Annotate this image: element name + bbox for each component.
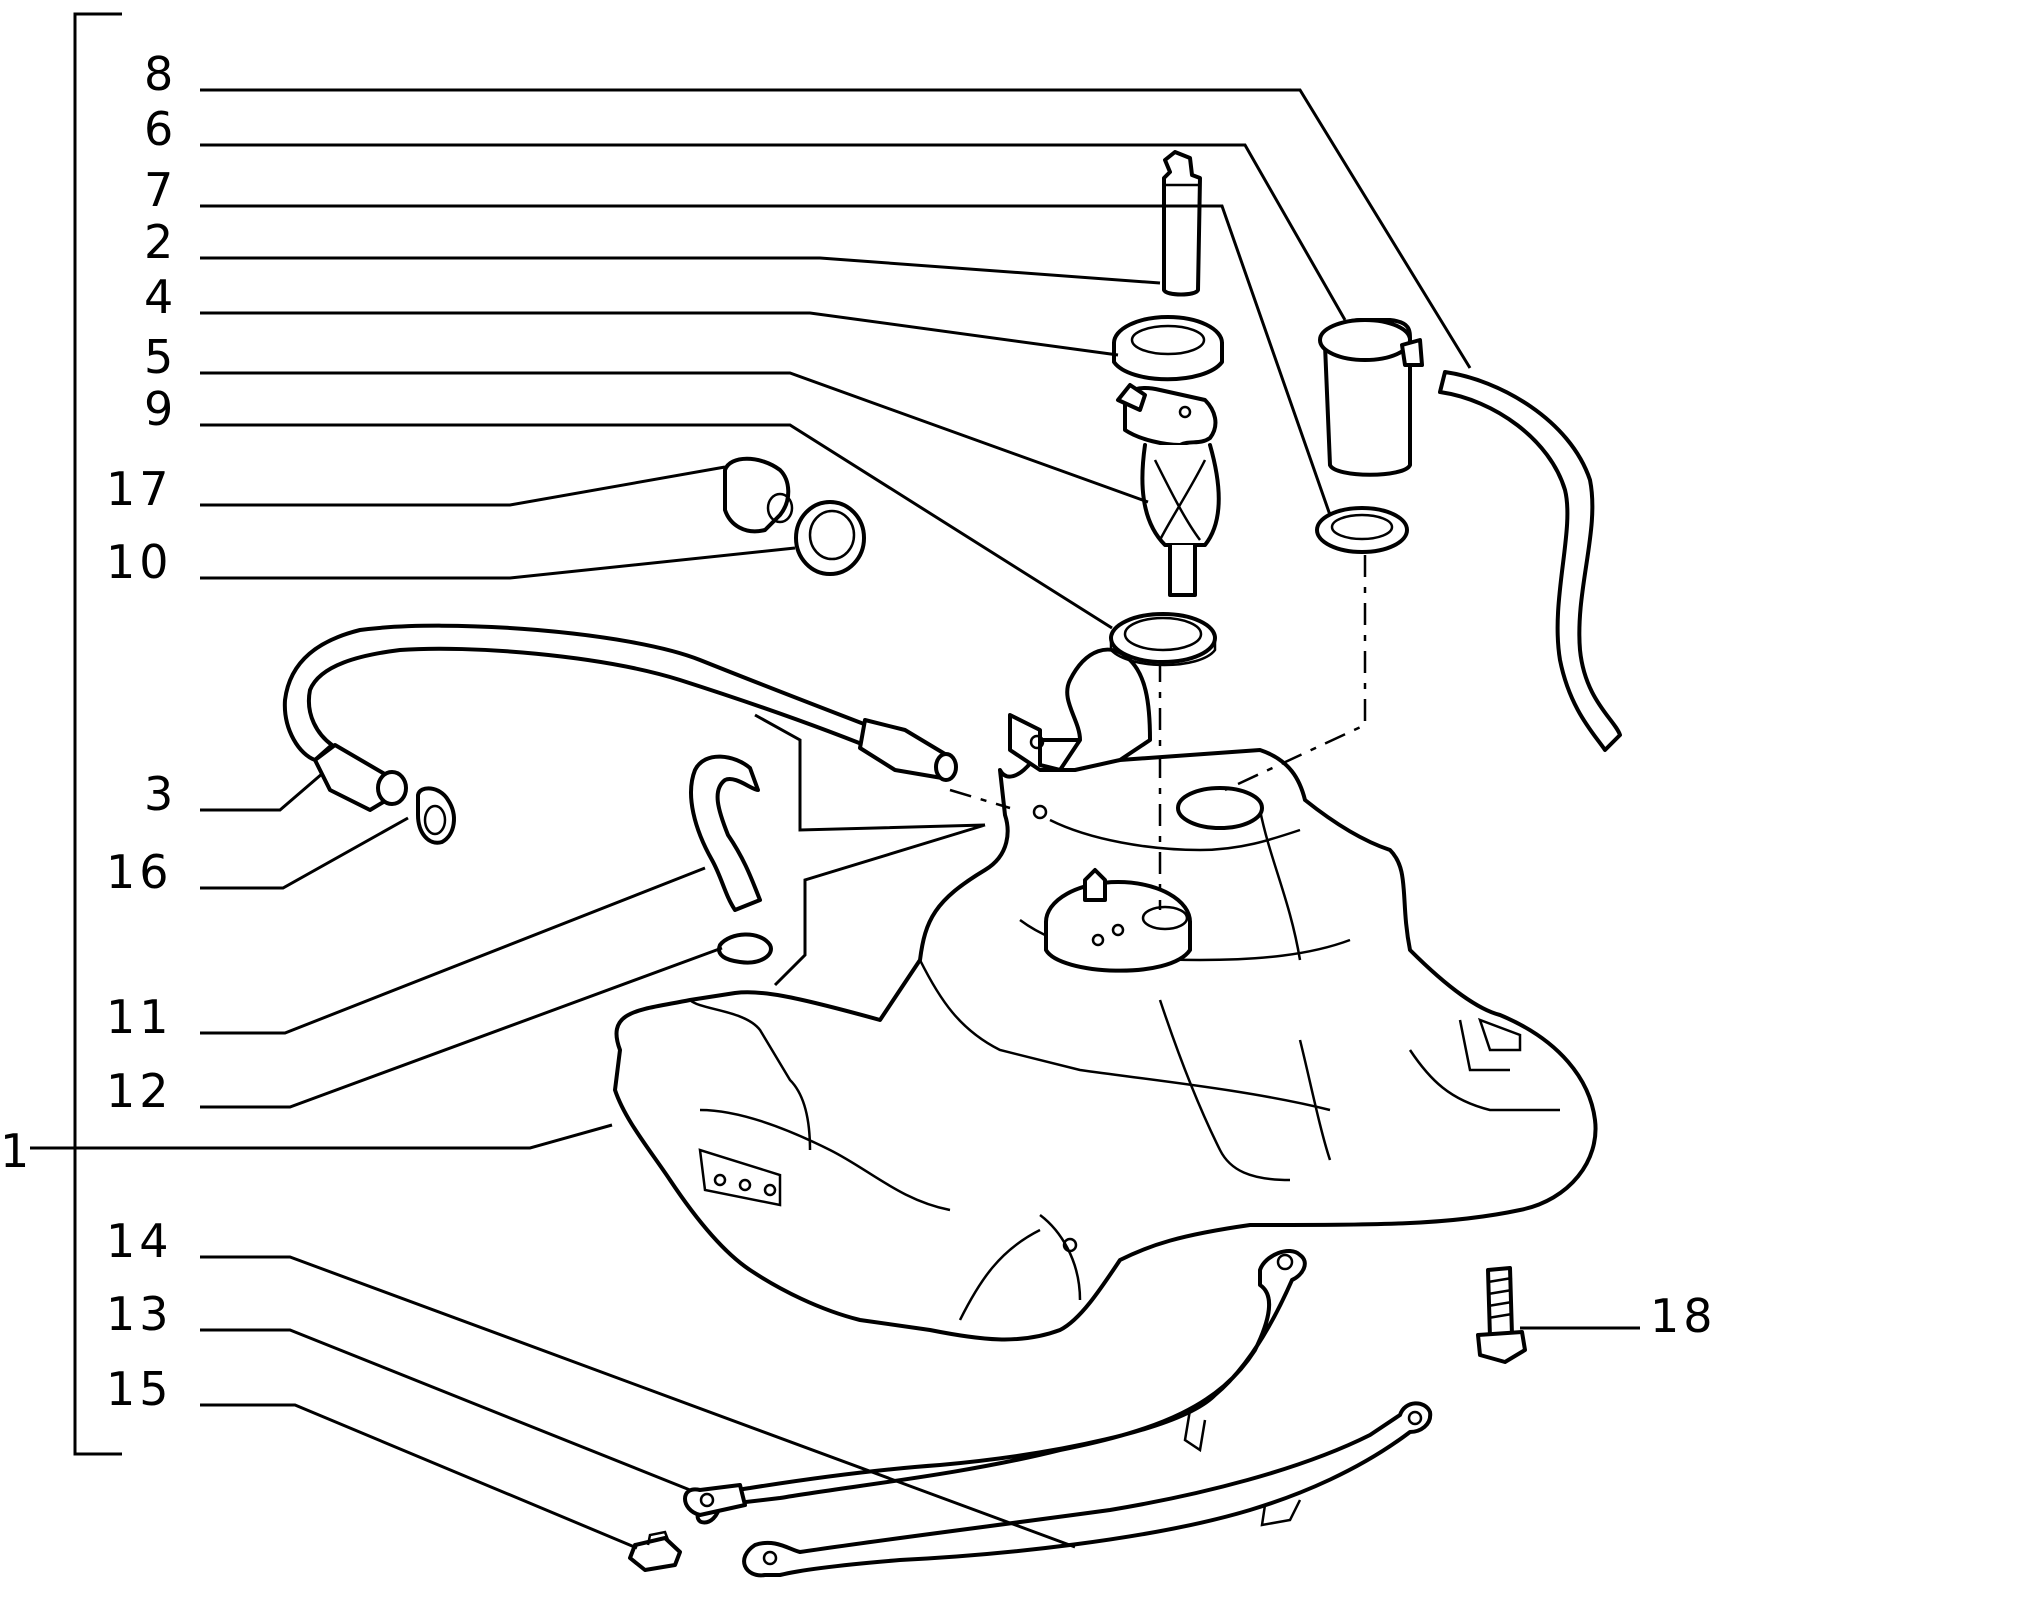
- callout-2: 2: [144, 215, 177, 269]
- axis-line-canister: [1224, 555, 1367, 792]
- callout-3: 3: [144, 767, 177, 821]
- tank-pump-ring: [1044, 868, 1192, 973]
- part-10-grommet: [794, 500, 866, 576]
- part-16-clamp: [416, 786, 456, 845]
- part-17-valve: [723, 456, 794, 534]
- part-14-strap: [683, 1249, 1307, 1525]
- leader-lines: [30, 88, 1640, 1550]
- part-4-ring-nut: [1112, 315, 1224, 382]
- callout-7: 7: [144, 163, 177, 217]
- part-18-bolt: [1476, 1266, 1527, 1364]
- part-5-fuel-pump: [1116, 383, 1221, 597]
- callout-17: 17: [106, 462, 173, 516]
- part-9-seal-ring: [1109, 612, 1217, 667]
- part-15-nut: [628, 1530, 682, 1572]
- tank-sender-opening: [1176, 786, 1264, 830]
- callout-12: 12: [106, 1064, 173, 1118]
- part-6-canister: [1318, 318, 1424, 477]
- part-2-sender-tube: [1162, 150, 1202, 297]
- callout-10: 10: [106, 535, 173, 589]
- part-3-fuel-hose: [282, 623, 958, 812]
- callout-14: 14: [106, 1214, 173, 1268]
- fuel-tank: [613, 738, 1598, 1342]
- callout-6: 6: [144, 102, 177, 156]
- part-7-seal: [1315, 506, 1409, 554]
- callout-15: 15: [106, 1362, 173, 1416]
- callout-5: 5: [144, 330, 177, 384]
- part-12-clamp: [717, 932, 773, 965]
- part-13-strap: [742, 1401, 1433, 1578]
- callout-8: 8: [144, 47, 177, 101]
- part-11-elbow-hose: [689, 754, 762, 912]
- callout-1: 1: [0, 1124, 33, 1178]
- filler-neck: [1008, 647, 1152, 820]
- filler-connector-lines: [754, 713, 986, 987]
- callout-16: 16: [106, 845, 173, 899]
- callout-11: 11: [106, 990, 173, 1044]
- callout-9: 9: [144, 382, 177, 436]
- part-8-vent-hose: [1438, 370, 1622, 752]
- axis-line-hose: [949, 788, 1011, 810]
- callout-18: 18: [1650, 1289, 1717, 1343]
- assembly-bracket: [73, 12, 122, 1456]
- callout-4: 4: [144, 270, 177, 324]
- callout-13: 13: [106, 1287, 173, 1341]
